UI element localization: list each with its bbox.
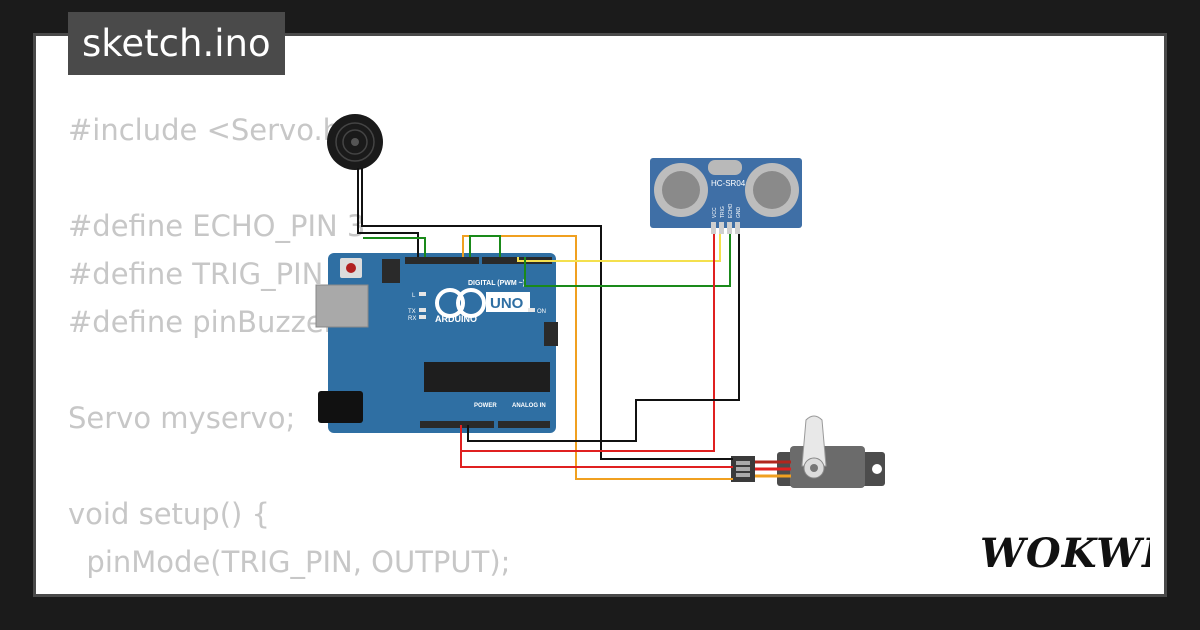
wire-black bbox=[361, 168, 733, 460]
led-on-label: ON bbox=[537, 309, 546, 315]
header-power bbox=[420, 421, 494, 428]
buzzer[interactable] bbox=[327, 114, 383, 170]
sensor-pin-echo-label: ECHO bbox=[728, 203, 734, 218]
atmega-chip bbox=[424, 362, 550, 392]
power-header-label: POWER bbox=[474, 403, 497, 409]
wire-green bbox=[524, 234, 731, 287]
wire-black bbox=[467, 234, 740, 442]
wire-green bbox=[363, 237, 426, 257]
arduino-uno-board[interactable]: DIGITAL (PWM ~) UNO ARDUINO L TX RX ON P… bbox=[315, 253, 558, 433]
code-line: Servo myservo; bbox=[68, 401, 296, 435]
wokwi-logo-text: WOKWI bbox=[980, 530, 1150, 576]
sensor-pin bbox=[711, 222, 716, 234]
wire-orange bbox=[462, 235, 733, 480]
wire-black bbox=[357, 168, 419, 257]
arduino-logo-right bbox=[456, 288, 486, 318]
code-line: pinMode(ECHO_PIN, INPUT); bbox=[68, 586, 510, 594]
arduino-logo-left bbox=[435, 288, 465, 318]
code-line: pinMode(TRIG_PIN, OUTPUT); bbox=[68, 545, 511, 579]
sensor-pin bbox=[735, 222, 740, 234]
code-editor: #include <Servo.h> #define ECHO_PIN 3 #d… bbox=[68, 106, 511, 594]
wire-red bbox=[460, 425, 733, 468]
led-tx-label: TX bbox=[408, 309, 416, 315]
file-tab[interactable]: sketch.ino bbox=[68, 12, 285, 75]
sensor-crystal bbox=[708, 160, 742, 175]
board-brand-label: ARDUINO bbox=[435, 314, 477, 324]
analog-header-label: ANALOG IN bbox=[512, 403, 546, 409]
sensor-pin bbox=[719, 222, 724, 234]
ultrasonic-sensor[interactable]: HC-SR04 VCC TRIG ECHO GND bbox=[650, 158, 802, 234]
led-l-label: L bbox=[412, 293, 416, 299]
servo-horn bbox=[801, 415, 827, 467]
board-model-label: UNO bbox=[490, 295, 524, 312]
header-digital-left bbox=[405, 257, 479, 264]
servo-motor[interactable] bbox=[731, 415, 885, 488]
sensor-pin-gnd-label: GND bbox=[736, 207, 742, 219]
wire-green bbox=[469, 235, 501, 257]
led-rx-label: RX bbox=[408, 316, 416, 322]
usb-port bbox=[315, 284, 369, 328]
preview-card: #include <Servo.h> #define ECHO_PIN 3 #d… bbox=[33, 33, 1167, 597]
icsp-header bbox=[544, 322, 558, 346]
sensor-pin-trig-label: TRIG bbox=[720, 206, 726, 218]
header-analog bbox=[498, 421, 550, 428]
power-jack bbox=[318, 391, 363, 423]
sensor-pin-vcc-label: VCC bbox=[712, 207, 718, 218]
code-line: #define ECHO_PIN 3 bbox=[68, 209, 366, 243]
digital-header-label: DIGITAL (PWM ~) bbox=[468, 280, 525, 287]
wokwi-logo: WOKWI bbox=[980, 530, 1150, 576]
code-line: void setup() { bbox=[68, 497, 270, 531]
wire-yellow bbox=[517, 234, 721, 262]
sensor-pin bbox=[727, 222, 732, 234]
wiring bbox=[357, 168, 791, 480]
code-line: #define pinBuzzer 8 bbox=[68, 305, 364, 339]
servo-body bbox=[790, 446, 865, 488]
sensor-label: HC-SR04 bbox=[711, 179, 746, 188]
